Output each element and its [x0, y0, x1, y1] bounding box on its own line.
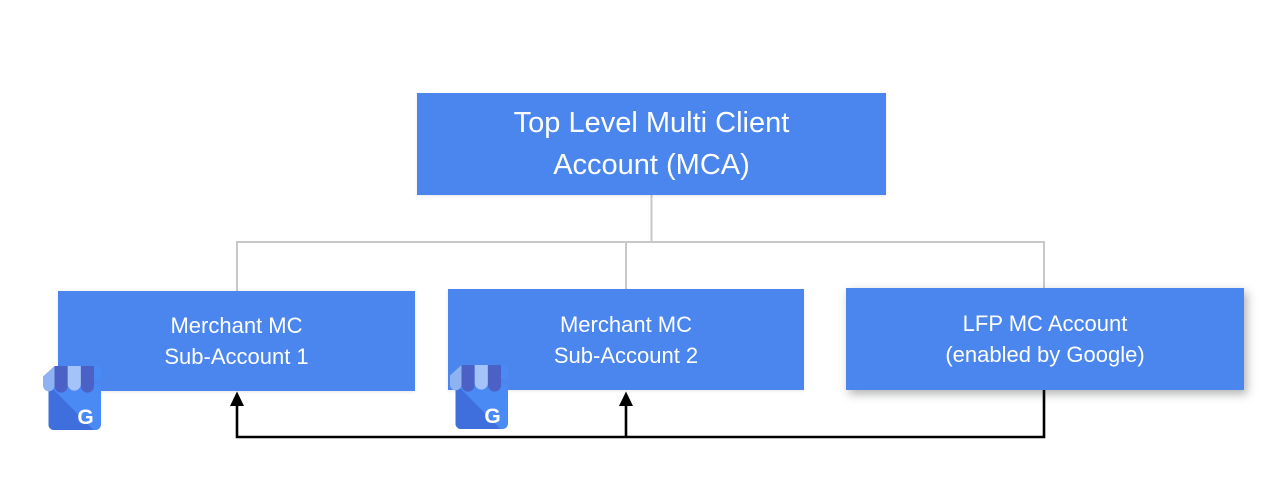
- node-sub2-line1: Merchant MC: [559, 311, 693, 337]
- node-sub2-line2: Sub-Account 2: [553, 342, 699, 368]
- node-sub1-line2: Sub-Account 1: [164, 344, 309, 369]
- arrow-up-icon: [230, 391, 244, 406]
- google-business-storefront-icon: [40, 366, 108, 432]
- node-top-level-mca-line1: Top Level Multi Client: [513, 107, 790, 139]
- hierarchy-tree-lines: [236, 195, 1045, 292]
- node-top-level-mca: Top Level Multi Client Account (MCA): [417, 93, 886, 195]
- node-top-level-mca-line2: Account (MCA): [553, 149, 750, 181]
- google-business-storefront-icon: [447, 365, 515, 431]
- node-lfp-line2: (enabled by Google): [945, 342, 1145, 367]
- node-sub1-line1: Merchant MC: [170, 313, 303, 338]
- node-lfp-line1: LFP MC Account: [962, 311, 1128, 336]
- node-lfp-mc-account: LFP MC Account (enabled by Google): [846, 288, 1244, 390]
- feed-flow-lines: [235, 390, 1046, 439]
- node-merchant-sub-account-1: Merchant MC Sub-Account 1: [58, 291, 415, 391]
- arrow-up-icon: [619, 391, 633, 406]
